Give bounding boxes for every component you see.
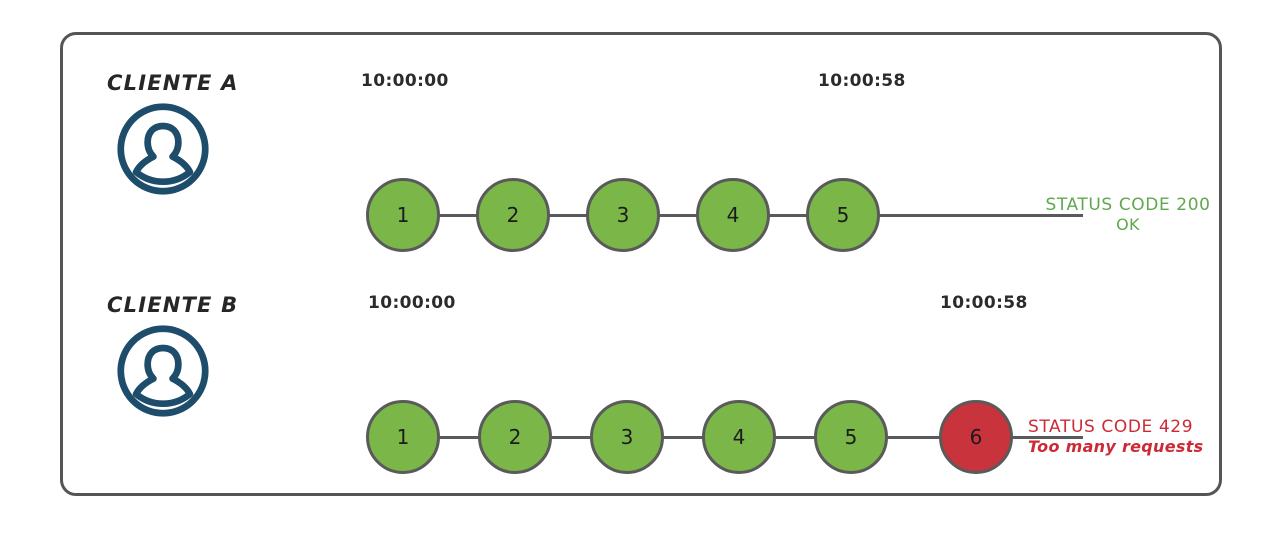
request-node[interactable]: 1 [366, 400, 440, 474]
request-node[interactable]: 5 [806, 178, 880, 252]
request-node-label: 2 [506, 203, 520, 227]
connector-b-4-5 [772, 436, 818, 439]
request-node[interactable]: 2 [476, 178, 550, 252]
timeline-a: 10:00:00 10:00:58 1 2 3 4 5 STATUS CODE … [63, 71, 1219, 252]
request-node-label: 3 [620, 425, 634, 449]
status-code-line-b: STATUS CODE 429 [1028, 417, 1194, 437]
connector-b-1-2 [436, 436, 482, 439]
request-node-label: 4 [726, 203, 740, 227]
timestamp-start-a: 10:00:00 [361, 71, 449, 91]
request-node[interactable]: 5 [814, 400, 888, 474]
connector-a-1-2 [433, 214, 477, 217]
timestamp-end-a: 10:00:58 [818, 71, 906, 91]
request-node[interactable]: 2 [478, 400, 552, 474]
user-avatar-icon [115, 323, 211, 419]
connector-b-2-3 [548, 436, 594, 439]
connector-a-3-4 [653, 214, 697, 217]
request-node-label: 2 [508, 425, 522, 449]
connector-a-2-3 [543, 214, 587, 217]
client-label-a: CLIENTE A [107, 71, 239, 95]
request-node[interactable]: 4 [696, 178, 770, 252]
user-avatar-icon [115, 101, 211, 197]
diagram-frame: CLIENTE A 10:00:00 10:00:58 1 2 3 4 5 ST [60, 32, 1222, 496]
connector-b-3-4 [660, 436, 706, 439]
timeline-b: 10:00:00 10:00:58 1 2 3 4 5 6 STATUS COD… [63, 293, 1219, 474]
status-annotation-b: STATUS CODE 429 Too many requests [1028, 417, 1248, 456]
request-node-blocked[interactable]: 6 [939, 400, 1013, 474]
status-code-line-a: STATUS CODE 200 [1045, 195, 1211, 215]
connector-a-4-5 [763, 214, 807, 217]
connector-b-5-6 [884, 436, 942, 439]
timestamp-end-b: 10:00:58 [940, 293, 1028, 313]
timestamp-start-b: 10:00:00 [368, 293, 456, 313]
request-node-label: 4 [732, 425, 746, 449]
request-node-label: 6 [969, 425, 983, 449]
connector-a-trailing [873, 214, 1083, 217]
request-node-label: 5 [836, 203, 850, 227]
request-node-label: 5 [844, 425, 858, 449]
status-text-line-b: Too many requests [1028, 437, 1204, 456]
client-label-b: CLIENTE B [107, 293, 239, 317]
request-node[interactable]: 3 [586, 178, 660, 252]
request-node-label: 3 [616, 203, 630, 227]
request-node-label: 1 [396, 425, 410, 449]
request-node[interactable]: 3 [590, 400, 664, 474]
status-text-line-a: OK [1116, 215, 1140, 234]
connector-b-trailing [1011, 436, 1083, 439]
request-node-label: 1 [396, 203, 410, 227]
request-node[interactable]: 1 [366, 178, 440, 252]
request-node[interactable]: 4 [702, 400, 776, 474]
status-annotation-a: STATUS CODE 200 OK [1028, 195, 1228, 234]
